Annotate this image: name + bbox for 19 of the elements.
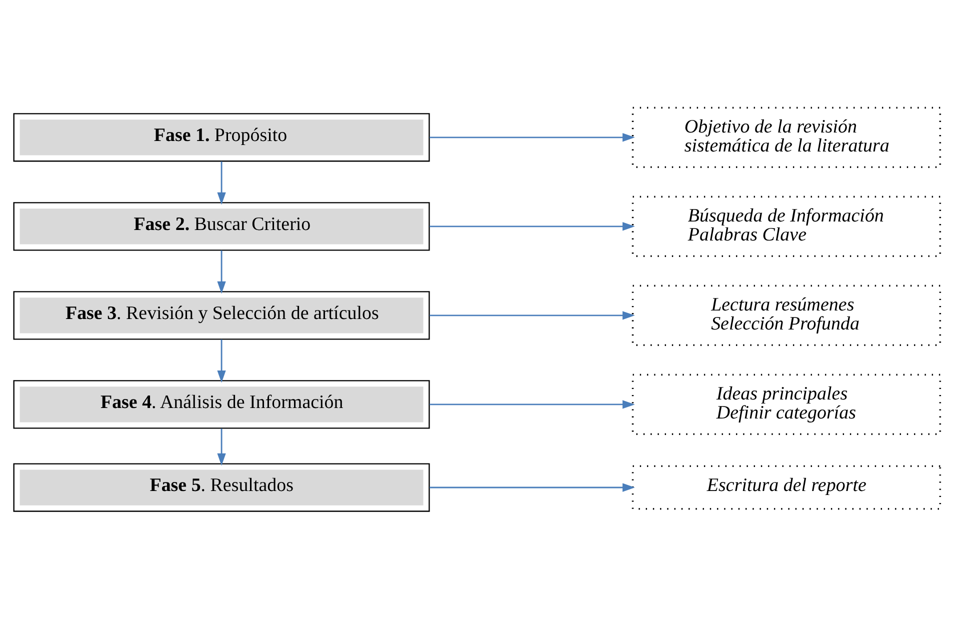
arrow — [430, 483, 635, 492]
node-box: Fase 1. Propósito — [13, 113, 430, 162]
node-box: Lectura resúmenes Selección Profunda — [632, 284, 942, 346]
node-box: Fase 4. Análisis de Información — [13, 380, 430, 429]
arrow — [430, 222, 635, 231]
arrow — [217, 250, 226, 294]
arrow — [217, 161, 226, 205]
arrow — [430, 400, 635, 409]
arrow — [430, 311, 635, 320]
arrow — [217, 428, 226, 466]
node-box: Fase 5. Resultados — [13, 463, 430, 512]
node-box: Ideas principales Definir categorías — [632, 374, 942, 435]
node-box: Fase 3. Revisión y Selección de artículos — [13, 291, 430, 340]
arrow — [430, 133, 635, 142]
arrow — [217, 339, 226, 383]
node-box: Búsqueda de Información Palabras Clave — [632, 196, 942, 257]
node-box: Objetivo de la revisión sistemática de la literatura — [632, 106, 942, 168]
node-box: Escritura del reporte — [632, 465, 942, 510]
node-box: Fase 2. Buscar Criterio — [13, 202, 430, 251]
